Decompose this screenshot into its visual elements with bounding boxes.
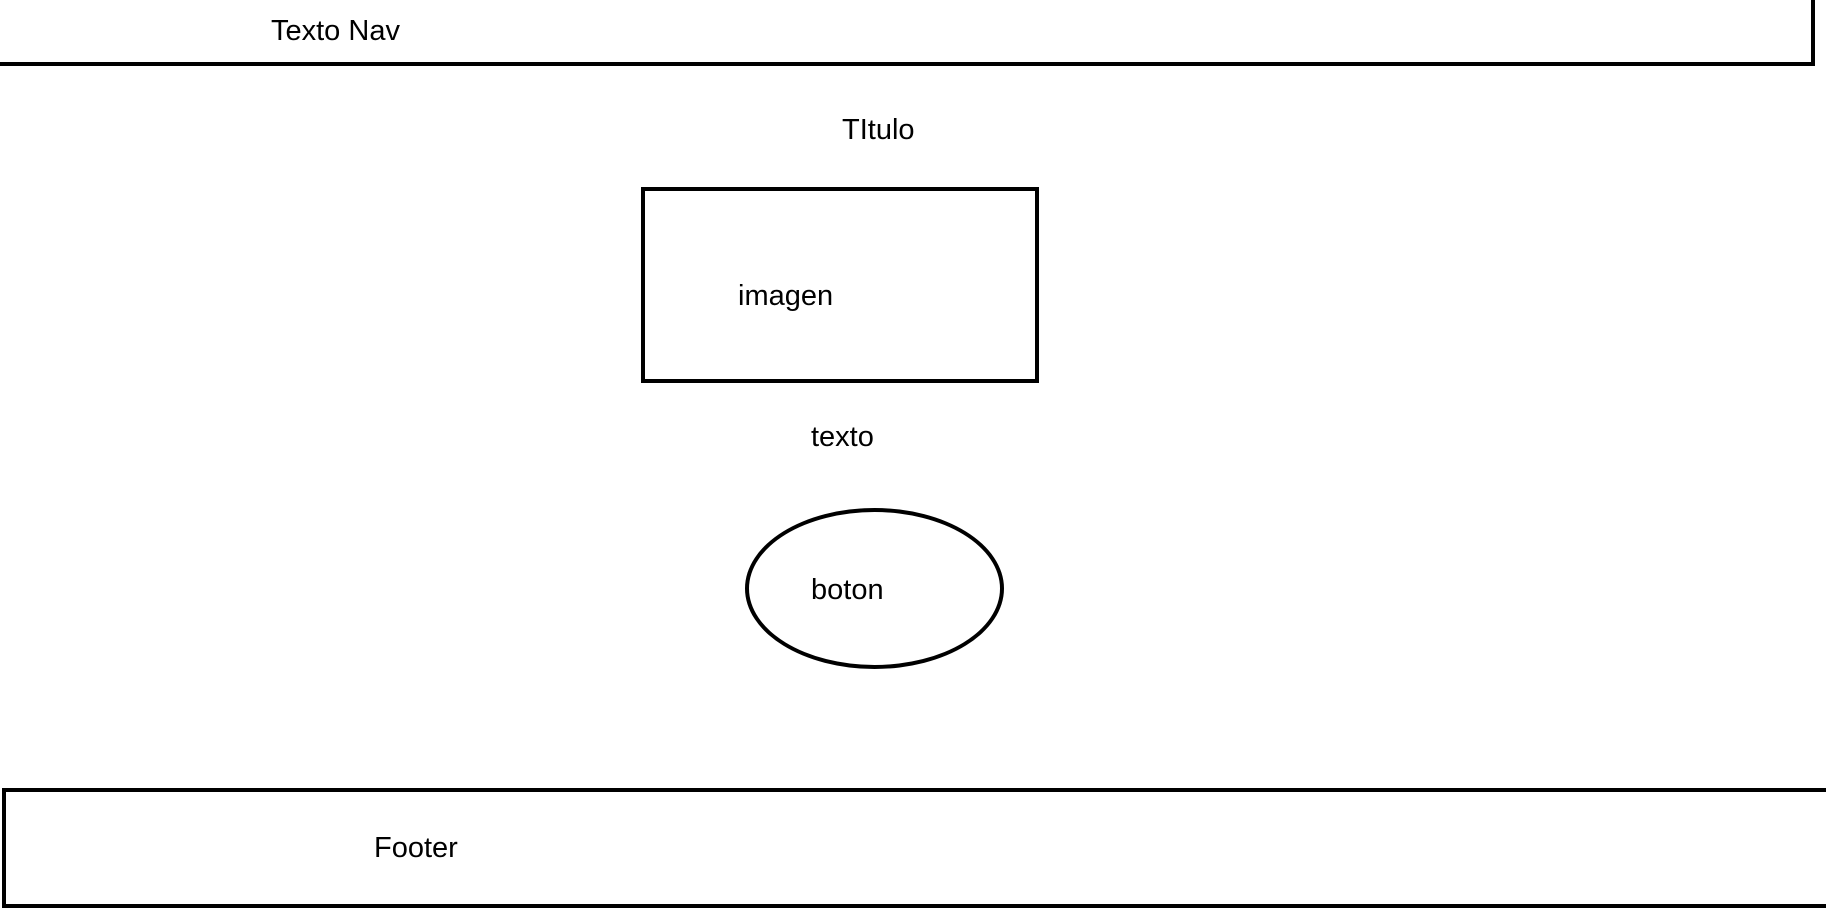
main-button[interactable] — [745, 508, 1004, 669]
nav-bar — [0, 0, 1815, 66]
footer-text: Footer — [374, 832, 458, 864]
button-label: boton — [811, 574, 884, 606]
image-label: imagen — [738, 280, 834, 312]
page-title: TItulo — [842, 114, 915, 146]
body-text: texto — [811, 421, 874, 453]
nav-text[interactable]: Texto Nav — [271, 15, 400, 47]
footer — [2, 788, 1826, 908]
image-placeholder — [641, 187, 1039, 383]
